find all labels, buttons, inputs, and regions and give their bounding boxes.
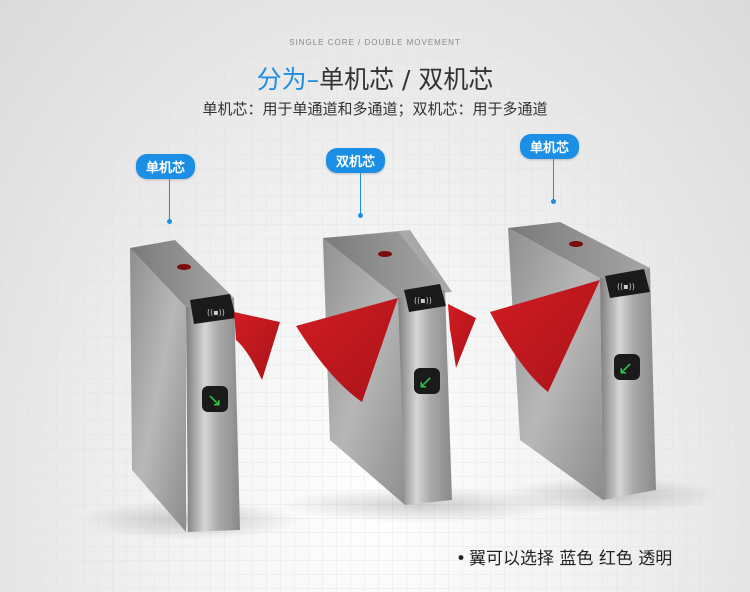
- cabinet-top: [508, 222, 650, 278]
- arrow-icon: ↙: [418, 372, 433, 393]
- callout-dot: [167, 219, 172, 224]
- label-single-core-right: 单机芯: [520, 134, 580, 159]
- page-title: 分为–单机芯 / 双机芯: [0, 60, 750, 96]
- flap-wing: [234, 312, 280, 380]
- cabinet-front: [600, 268, 656, 500]
- cabinet-front: [398, 290, 452, 505]
- card-reader: [605, 269, 650, 298]
- callout-dot: [358, 213, 363, 218]
- callout-dot: [551, 199, 556, 204]
- callout-line: [169, 178, 170, 222]
- card-reader: [404, 284, 446, 312]
- arrow-icon: ↙: [618, 358, 633, 379]
- direction-indicator: [414, 368, 440, 394]
- callout-line: [360, 172, 361, 216]
- rfid-icon: ((▪)): [414, 296, 432, 305]
- cabinet-front: [186, 298, 240, 532]
- turnstile-single-right: ((▪)) ↙: [490, 222, 656, 500]
- page-subtitle: 单机芯：用于单通道和多通道；双机芯：用于多通道: [202, 100, 548, 118]
- flap-wing-left: [296, 298, 398, 402]
- callout-line: [553, 158, 554, 202]
- floor-shadow: [280, 487, 560, 523]
- direction-indicator: [202, 386, 228, 412]
- title-prefix: 分为–: [256, 65, 320, 94]
- flap-wing-right: [448, 304, 476, 368]
- wing-color-note: •翼可以选择 蓝色 红色 透明: [456, 544, 672, 569]
- title-main: 单机芯 / 双机芯: [319, 65, 494, 94]
- top-indicator-icon: [378, 251, 392, 257]
- eyebrow-text: SINGLE CORE / DOUBLE MOVEMENT: [289, 38, 461, 47]
- label-double-core: 双机芯: [326, 148, 386, 173]
- turnstile-single-left: ((▪)) ↘: [130, 240, 280, 532]
- flap-wing: [490, 280, 600, 392]
- arrow-icon: ↘: [207, 390, 222, 411]
- rfid-icon: ((▪)): [207, 308, 225, 317]
- turnstile-double-center: ((▪)) ↙: [296, 230, 476, 505]
- cabinet-top: [323, 232, 445, 298]
- note-text: 翼可以选择 蓝色 红色 透明: [469, 549, 673, 569]
- cabinet-side: [130, 248, 186, 532]
- top-indicator-icon: [569, 241, 583, 247]
- bullet: •: [456, 549, 467, 569]
- rfid-icon: ((▪)): [617, 282, 635, 291]
- cabinet-top: [130, 240, 234, 307]
- label-single-core-left: 单机芯: [136, 154, 196, 179]
- top-indicator-icon: [177, 264, 191, 270]
- card-reader: [190, 294, 236, 324]
- direction-indicator: [614, 354, 640, 380]
